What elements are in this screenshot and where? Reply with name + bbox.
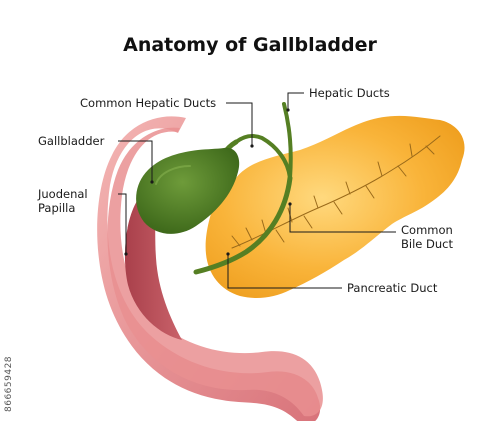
label-hepatic-ducts: Hepatic Ducts	[309, 86, 390, 100]
duodenum-lumen	[124, 190, 182, 340]
common-bile-duct	[193, 175, 293, 275]
label-pancreatic-duct: Pancreatic Duct	[347, 281, 438, 295]
label-gallbladder: Gallbladder	[38, 134, 105, 148]
gallbladder-highlight	[155, 165, 191, 185]
label-juodenal: Juodenal	[38, 187, 88, 201]
duodenum-body	[107, 127, 323, 417]
diagram-title: Anatomy of Gallbladder	[123, 34, 377, 56]
hepatic-duct-left	[234, 133, 292, 180]
pancreas	[205, 115, 465, 298]
label-common-hepatic-ducts: Common Hepatic Ducts	[80, 96, 217, 110]
label-papilla: Papilla	[38, 201, 76, 215]
stock-image-id: 866659428	[4, 355, 14, 412]
label-bile-duct: Bile Duct	[401, 237, 453, 251]
gallbladder	[136, 147, 240, 234]
leader-dots	[124, 108, 292, 256]
leader-lines	[118, 92, 396, 289]
label-common: Common	[401, 223, 453, 237]
